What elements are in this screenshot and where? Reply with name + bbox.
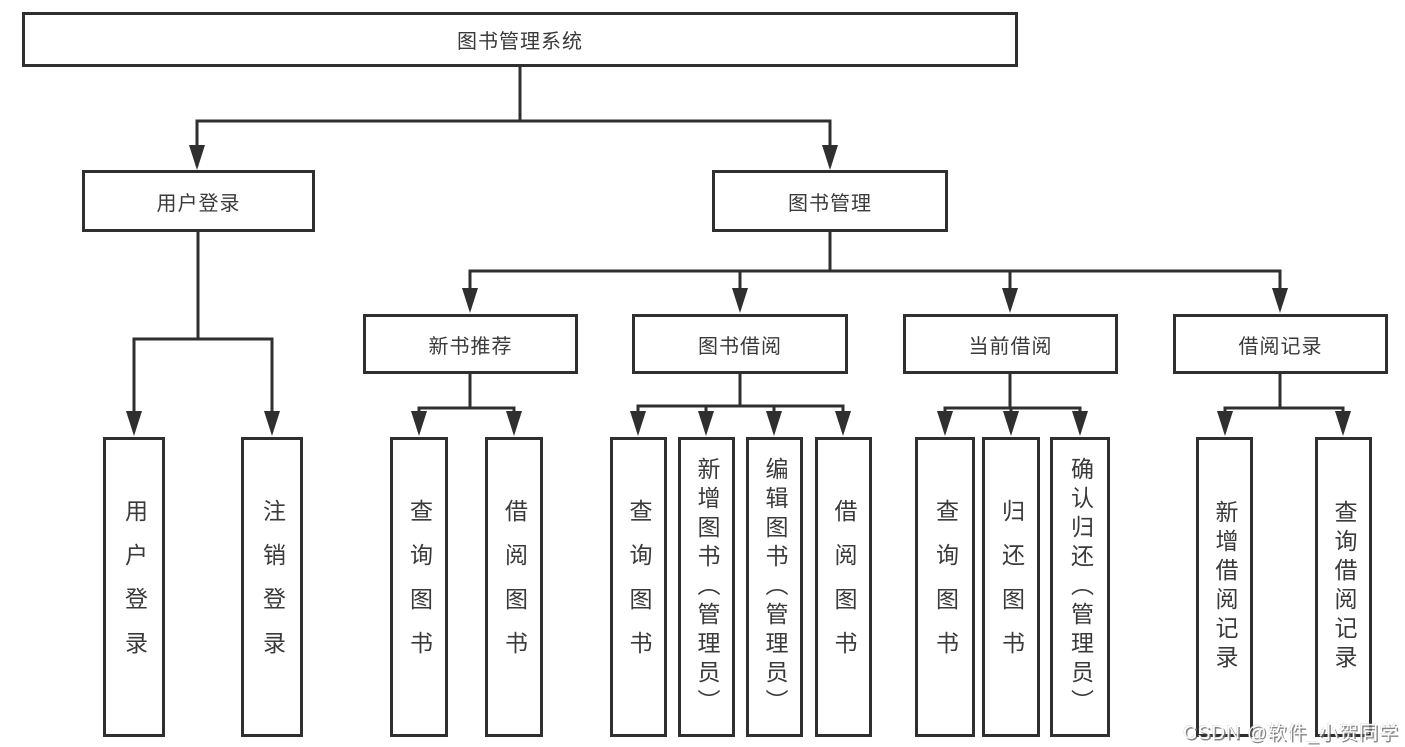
leaf-return-books-label: 归还图书 xyxy=(998,499,1025,675)
leaf-add-borrow-record-label: 新增借阅记录 xyxy=(1212,500,1238,674)
node-book-management-label: 图书管理 xyxy=(788,192,872,215)
node-borrow-records: 借阅记录 xyxy=(1173,314,1388,374)
node-root-system: 图书管理系统 xyxy=(22,12,1018,67)
node-user-login: 用户登录 xyxy=(82,170,315,232)
leaf-borrow-query-books: 查询图书 xyxy=(610,437,667,737)
leaf-query-borrow-record: 查询借阅记录 xyxy=(1315,437,1372,737)
leaf-borrow-query-books-label: 查询图书 xyxy=(626,499,652,675)
node-book-borrow: 图书借阅 xyxy=(632,314,848,374)
node-book-management: 图书管理 xyxy=(712,170,948,232)
node-new-book-recommend-label: 新书推荐 xyxy=(428,335,513,358)
leaf-borrow-books: 借阅图书 xyxy=(815,437,872,737)
csdn-watermark: CSDN @软件_小贺同学 xyxy=(1183,723,1399,744)
leaf-return-books: 归还图书 xyxy=(982,437,1040,737)
leaf-current-query-books: 查询图书 xyxy=(915,437,975,737)
leaf-user-login-label: 用户登录 xyxy=(121,499,148,675)
leaf-recommend-query-books-label: 查询图书 xyxy=(406,499,433,675)
leaf-add-books-admin-label: 新增图书（管理员） xyxy=(694,456,720,718)
leaf-confirm-return-admin: 确认归还（管理员） xyxy=(1050,437,1110,737)
node-new-book-recommend: 新书推荐 xyxy=(363,314,578,374)
node-user-login-label: 用户登录 xyxy=(156,192,241,215)
leaf-add-borrow-record: 新增借阅记录 xyxy=(1196,437,1253,737)
leaf-recommend-borrow-books: 借阅图书 xyxy=(485,437,543,737)
leaf-logout: 注销登录 xyxy=(241,437,303,737)
node-root-system-label: 图书管理系统 xyxy=(457,31,583,53)
leaf-current-query-books-label: 查询图书 xyxy=(932,499,959,675)
leaf-edit-books-admin-label: 编辑图书（管理员） xyxy=(762,456,788,718)
node-borrow-records-label: 借阅记录 xyxy=(1238,335,1323,358)
leaf-logout-label: 注销登录 xyxy=(259,499,286,675)
leaf-recommend-query-books: 查询图书 xyxy=(390,437,448,737)
leaf-add-books-admin: 新增图书（管理员） xyxy=(678,437,735,737)
leaf-user-login: 用户登录 xyxy=(103,437,165,737)
node-book-borrow-label: 图书借阅 xyxy=(698,335,782,358)
node-current-borrow-label: 当前借阅 xyxy=(968,335,1053,358)
leaf-confirm-return-admin-label: 确认归还（管理员） xyxy=(1067,456,1094,718)
leaf-query-borrow-record-label: 查询借阅记录 xyxy=(1331,500,1357,674)
node-current-borrow: 当前借阅 xyxy=(903,314,1118,374)
leaf-borrow-books-label: 借阅图书 xyxy=(831,499,857,675)
leaf-recommend-borrow-books-label: 借阅图书 xyxy=(501,499,528,675)
leaf-edit-books-admin: 编辑图书（管理员） xyxy=(746,437,803,737)
